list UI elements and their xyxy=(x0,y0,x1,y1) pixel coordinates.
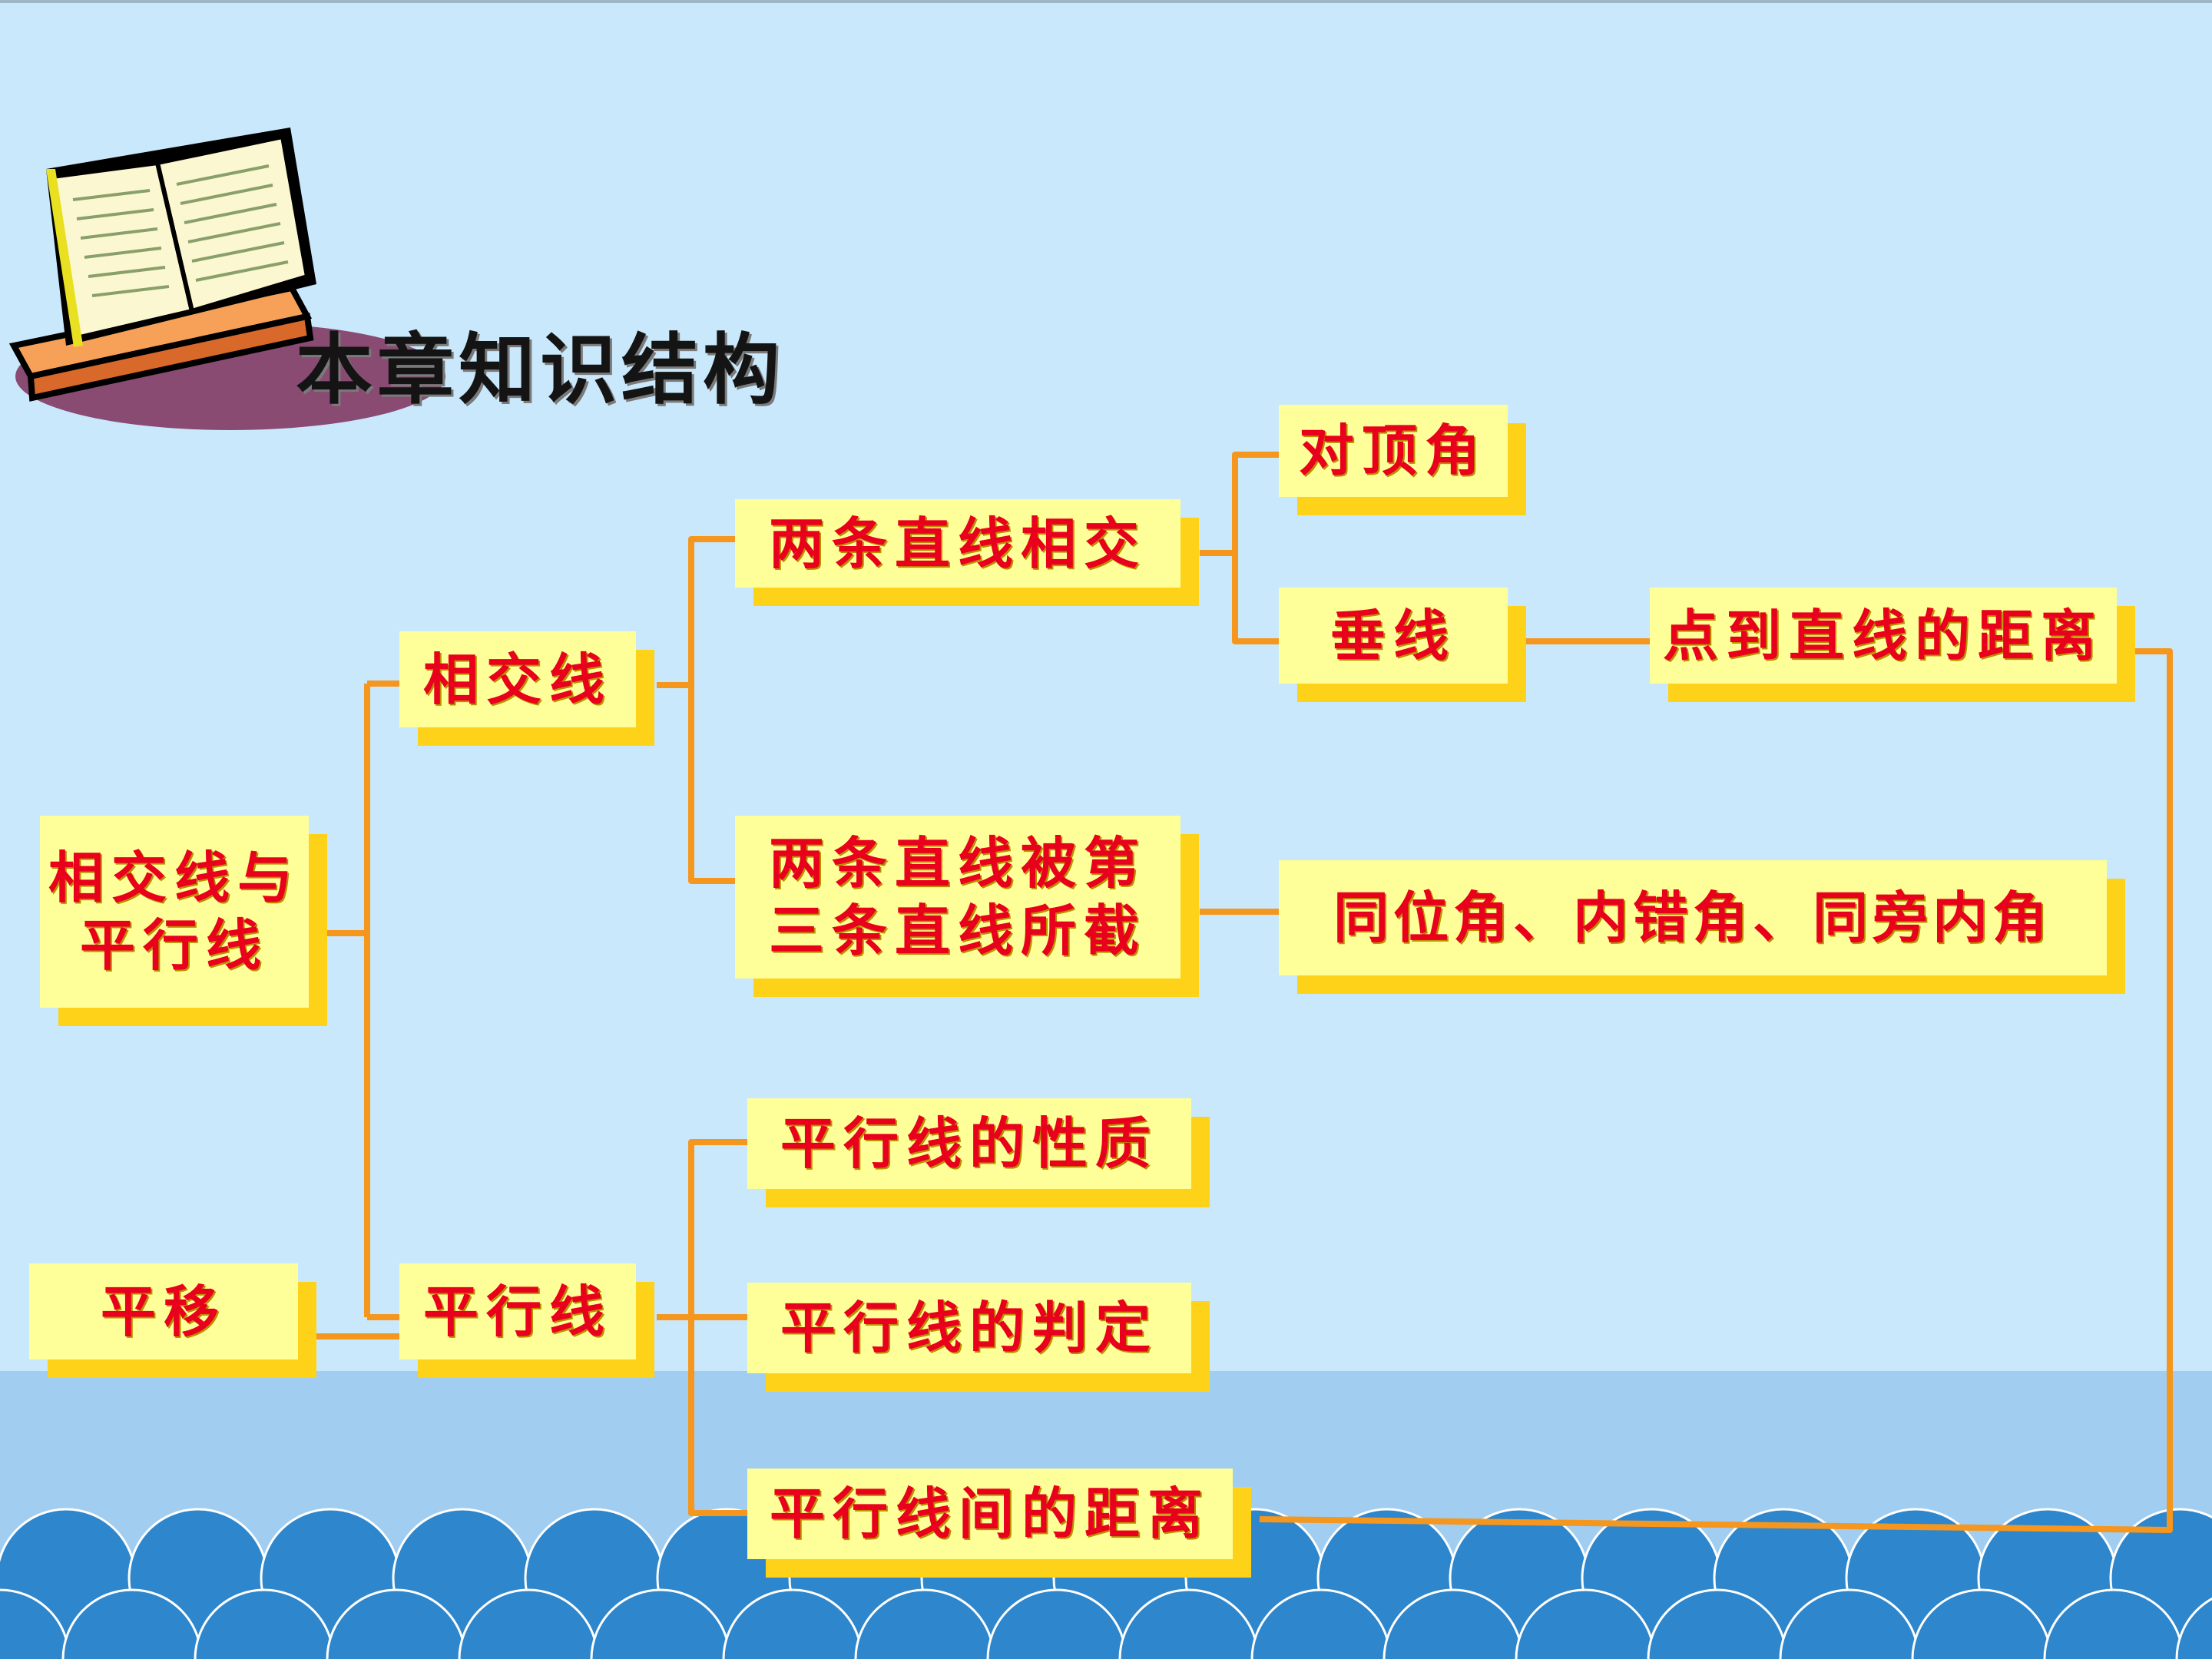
node-two-lines-intersect-label: 两条直线相交 xyxy=(768,510,1147,576)
node-parallel-criteria: 平行线的判定 xyxy=(747,1283,1210,1392)
node-parallel-properties: 平行线的性质 xyxy=(747,1098,1210,1207)
node-intersecting-lines-label: 相交线 xyxy=(422,646,612,712)
wave-scallop xyxy=(1250,1588,1392,1659)
wave-scallop xyxy=(61,1588,203,1659)
node-root-label: 相交线与 平行线 xyxy=(48,845,300,978)
node-two-lines-intersect: 两条直线相交 xyxy=(735,499,1199,606)
wave-scallop xyxy=(986,1588,1128,1659)
node-perpendicular-label: 垂线 xyxy=(1330,602,1456,668)
node-parallel-properties-label: 平行线的性质 xyxy=(780,1111,1158,1177)
wave-scallop xyxy=(1911,1588,2052,1659)
wave-decoration xyxy=(0,1508,2212,1659)
node-parallel-criteria-label: 平行线的判定 xyxy=(780,1295,1158,1361)
wave-scallop xyxy=(194,1588,335,1659)
node-vertical-angles-label: 对顶角 xyxy=(1298,418,1488,484)
node-point-to-line-distance: 点到直线的距离 xyxy=(1650,588,2135,702)
node-parallel-distance-label: 平行线间的距离 xyxy=(769,1481,1210,1547)
node-two-lines-cut-by-third-label: 两条直线被第 三条直线所截 xyxy=(768,830,1147,963)
node-parallel-lines-label: 平行线 xyxy=(422,1278,612,1344)
node-parallel-lines: 平行线 xyxy=(399,1263,654,1378)
connector-distance-link xyxy=(1259,648,2173,1533)
node-angle-types: 同位角、内错角、同旁内角 xyxy=(1279,860,2125,994)
node-translation-label: 平移 xyxy=(100,1278,227,1344)
wave-scallop xyxy=(590,1588,731,1659)
wave-scallop xyxy=(326,1588,467,1659)
connector-intersecting-children xyxy=(688,536,735,884)
wave-scallop xyxy=(2175,1597,2212,1659)
connector-angles xyxy=(1232,452,1279,644)
wave-scallop xyxy=(1382,1588,1524,1659)
node-vertical-angles: 对顶角 xyxy=(1279,405,1526,515)
node-perpendicular: 垂线 xyxy=(1279,588,1526,702)
wave-scallop xyxy=(0,1588,71,1659)
open-book-on-stand-icon xyxy=(8,127,445,430)
wave-scallop xyxy=(1515,1588,1656,1659)
node-translation: 平移 xyxy=(29,1263,316,1378)
wave-scallop xyxy=(458,1588,599,1659)
node-parallel-distance: 平行线间的距离 xyxy=(747,1469,1251,1578)
node-root: 相交线与 平行线 xyxy=(40,816,327,1026)
page-title: 本章知识结构 xyxy=(296,324,784,415)
wave-scallop xyxy=(1118,1588,1260,1659)
node-two-lines-cut-by-third: 两条直线被第 三条直线所截 xyxy=(735,816,1199,997)
wave-scallop xyxy=(854,1588,995,1659)
wave-scallop xyxy=(1647,1588,1788,1659)
node-intersecting-lines: 相交线 xyxy=(399,631,654,746)
wave-scallop xyxy=(722,1588,863,1659)
wave-scallop xyxy=(1779,1588,1920,1659)
wave-scallop xyxy=(2043,1588,2184,1659)
node-point-to-line-distance-label: 点到直线的距离 xyxy=(1662,602,2104,668)
node-angle-types-label: 同位角、内错角、同旁内角 xyxy=(1333,885,2052,951)
connector-parallel-children xyxy=(688,1139,747,1516)
